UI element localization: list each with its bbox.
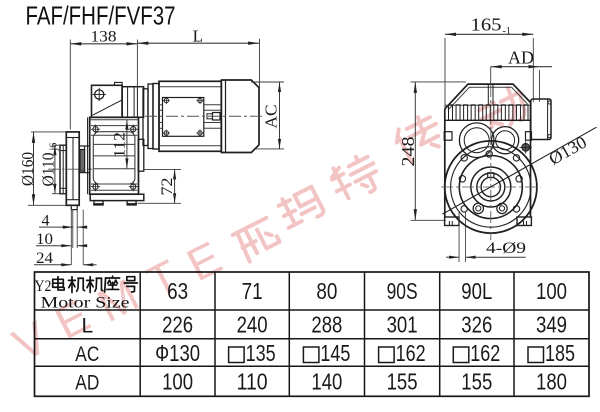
- svg-text:349: 349: [536, 312, 567, 338]
- svg-text:180: 180: [536, 368, 567, 394]
- svg-text:90L: 90L: [461, 278, 492, 304]
- svg-text:155: 155: [387, 368, 418, 394]
- svg-text:140: 140: [311, 368, 342, 394]
- svg-text:135: 135: [246, 340, 276, 366]
- svg-text:71: 71: [242, 278, 263, 304]
- svg-text:4: 4: [42, 213, 50, 230]
- svg-text:Ø110: Ø110: [39, 153, 58, 187]
- svg-text:Motor Size: Motor Size: [41, 295, 130, 312]
- svg-text:10: 10: [36, 231, 53, 248]
- svg-text:j6: j6: [49, 143, 60, 152]
- svg-text:100: 100: [162, 368, 193, 394]
- svg-text:155: 155: [461, 368, 492, 394]
- svg-text:165: 165: [471, 15, 502, 35]
- svg-text:63: 63: [167, 278, 188, 304]
- svg-text:4-Ø9: 4-Ø9: [486, 240, 526, 257]
- svg-text:288: 288: [311, 312, 342, 338]
- svg-text:145: 145: [320, 340, 350, 366]
- svg-text:100: 100: [536, 278, 567, 304]
- svg-text:AD: AD: [508, 48, 534, 68]
- svg-text:-1: -1: [503, 26, 511, 37]
- svg-text:L: L: [193, 27, 203, 46]
- svg-text:80: 80: [316, 278, 337, 304]
- svg-text:326: 326: [461, 312, 492, 338]
- svg-text:240: 240: [237, 312, 268, 338]
- svg-text:FAF/FHF/FVF37: FAF/FHF/FVF37: [26, 1, 176, 31]
- svg-text:112: 112: [112, 132, 129, 158]
- svg-text:AD: AD: [75, 371, 99, 394]
- svg-text:72: 72: [159, 178, 176, 196]
- svg-text:162: 162: [396, 340, 426, 366]
- svg-text:138: 138: [91, 29, 117, 46]
- svg-text:226: 226: [162, 312, 193, 338]
- svg-text:185: 185: [545, 340, 575, 366]
- svg-text:90S: 90S: [387, 278, 418, 304]
- svg-text:Y2: Y2: [35, 278, 52, 295]
- svg-text:110: 110: [237, 368, 268, 394]
- svg-text:Ф130: Ф130: [155, 340, 200, 366]
- svg-text:AC: AC: [262, 105, 281, 129]
- svg-text:AC: AC: [75, 343, 99, 366]
- svg-text:301: 301: [387, 312, 418, 338]
- svg-text:24: 24: [36, 250, 53, 267]
- svg-text:Ø160: Ø160: [18, 152, 37, 186]
- svg-text:248: 248: [398, 136, 418, 166]
- svg-text:L: L: [81, 315, 93, 338]
- svg-text:162: 162: [470, 340, 500, 366]
